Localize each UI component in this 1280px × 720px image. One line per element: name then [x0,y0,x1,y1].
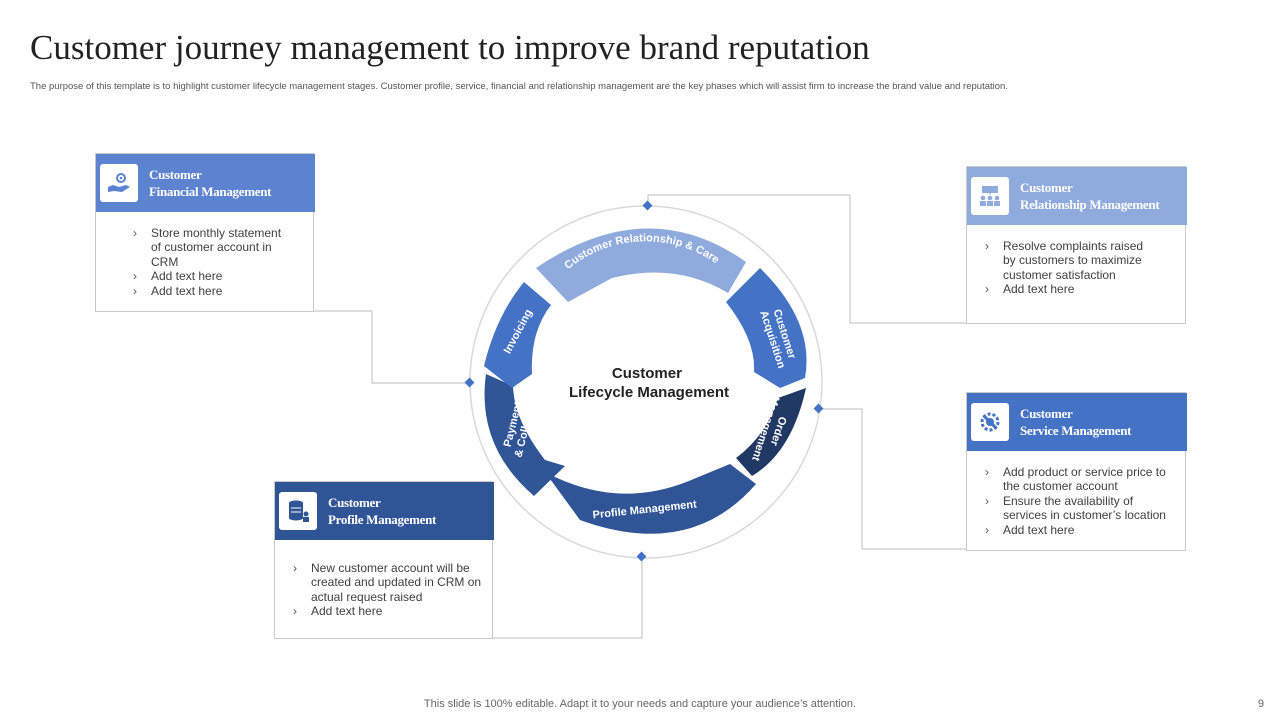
card-body: Add product or service price to the cust… [983,465,1178,537]
list-item: Add text here [983,282,1153,297]
hand-gear-icon [100,164,138,202]
segment-order-management [736,388,806,476]
card-header: Customer Profile Management [275,482,494,540]
footer-note: This slide is 100% editable. Adapt it to… [423,698,857,710]
page-subtitle: The purpose of this template is to highl… [30,81,1008,92]
card-financial-management: Customer Financial Management Store mont… [95,153,315,312]
list-item: Add text here [131,269,291,284]
card-title-line2: Relationship Management [1020,197,1160,212]
card-title-line1: Customer [328,495,381,510]
card-body: New customer account will be created and… [291,561,486,619]
card-title-line1: Customer [149,167,202,182]
card-header: Customer Service Management [967,393,1187,451]
list-item: Store monthly statement of customer acco… [131,226,291,269]
page-number: 9 [1257,698,1264,710]
segment-relationship-care [536,228,746,302]
card-relationship-management: Customer Relationship Management Resolve… [966,166,1187,324]
list-item: Add text here [983,523,1178,538]
card-header: Customer Relationship Management [967,167,1187,225]
page-title: Customer journey management to improve b… [30,28,870,67]
card-body: Resolve complaints raised by customers t… [983,239,1153,297]
center-label: Customer Lifecycle Management [569,365,729,401]
list-item: Add text here [131,284,291,299]
card-title-line2: Profile Management [328,512,437,527]
list-item: Resolve complaints raised by customers t… [983,239,1153,282]
list-item: Ensure the availability of services in c… [983,494,1178,523]
list-item: Add text here [291,604,486,619]
profile-database-icon [279,492,317,530]
card-title-line1: Customer [1020,180,1073,195]
connector-lines [313,194,967,639]
list-item: New customer account will be created and… [291,561,486,604]
wrench-gear-icon [971,403,1009,441]
card-title-line2: Service Management [1020,423,1132,438]
segment-payments-collections [484,374,565,496]
card-title-line2: Financial Management [149,184,272,199]
segment-customer-acquisition [726,268,807,388]
segment-profile-management [545,464,756,534]
list-item: Add product or service price to the cust… [983,465,1178,494]
connector-diamonds [464,200,824,562]
card-body: Store monthly statement of customer acco… [131,226,291,298]
card-service-management: Customer Service Management Add product … [966,392,1187,551]
card-title-line1: Customer [1020,406,1073,421]
segment-invoicing [484,282,551,388]
card-profile-management: Customer Profile Management New customer… [274,481,494,639]
team-icon [971,177,1009,215]
card-header: Customer Financial Management [96,154,315,212]
